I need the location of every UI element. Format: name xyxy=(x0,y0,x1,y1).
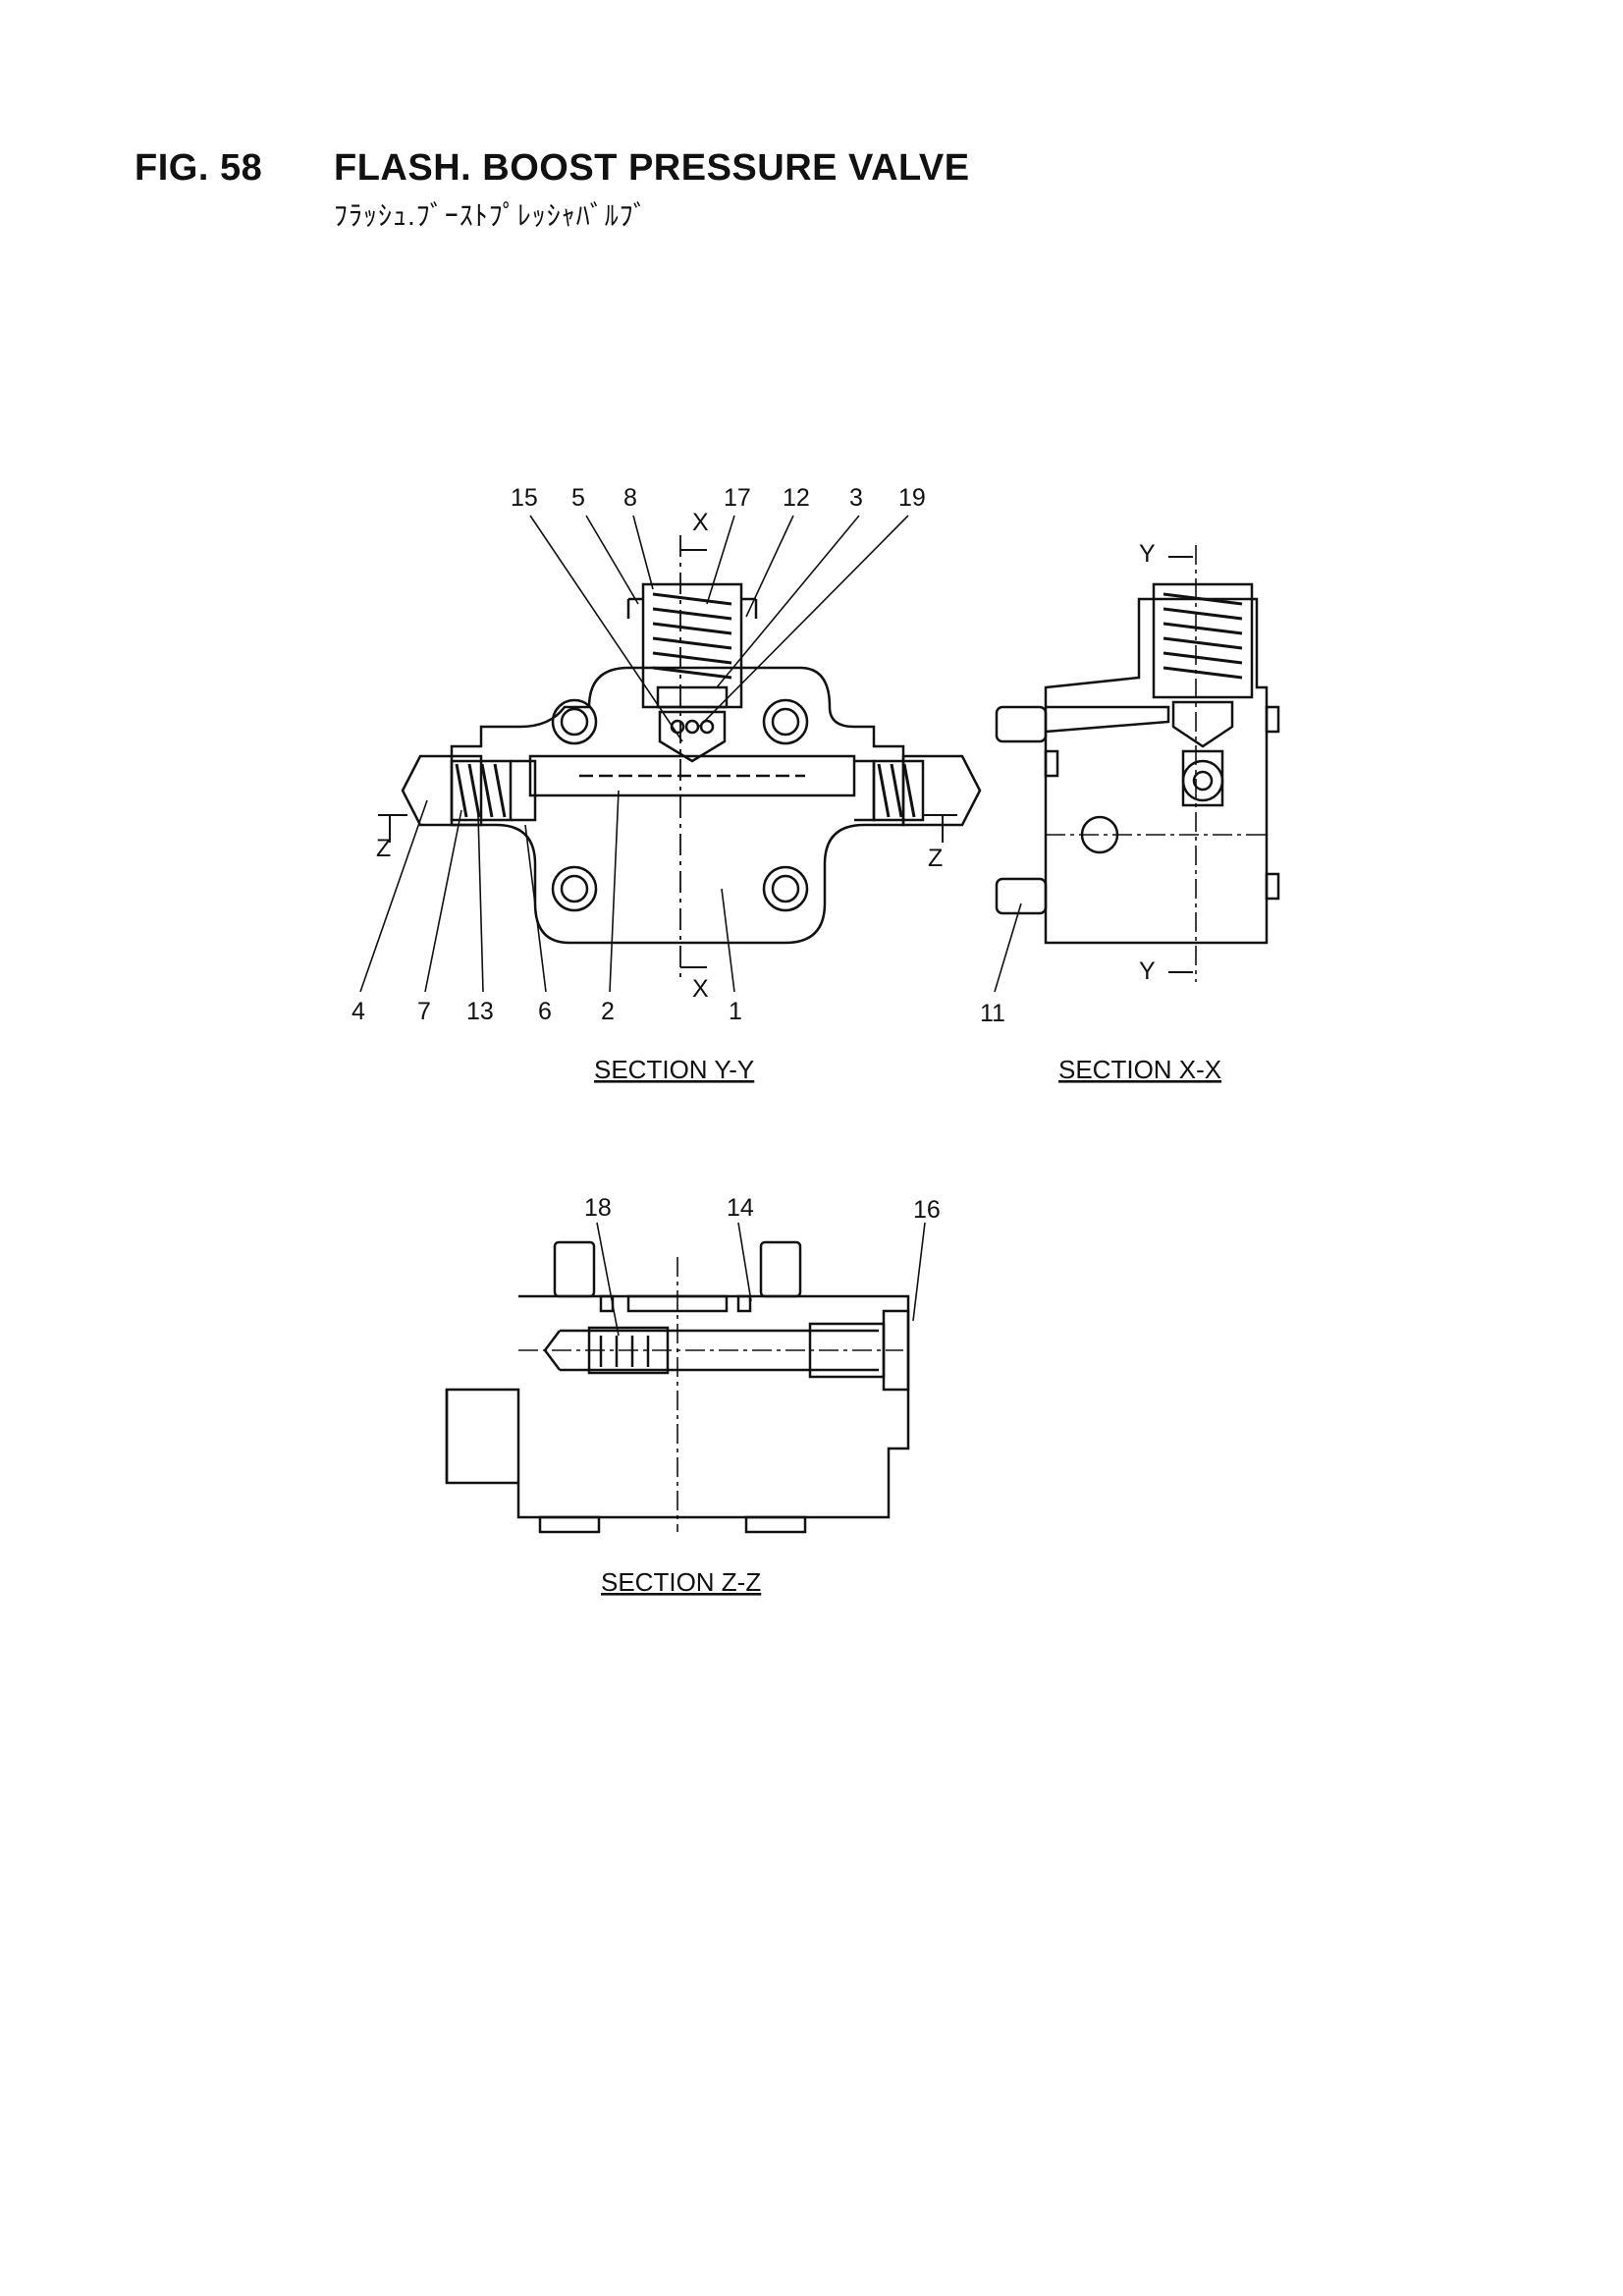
caption-section-zz: SECTION Z-Z xyxy=(601,1567,761,1597)
cut-mark-x-bottom: X xyxy=(692,975,709,1003)
callout-2: 2 xyxy=(601,998,615,1025)
callout-17: 17 xyxy=(724,484,751,512)
section-xx-view xyxy=(994,545,1280,993)
callout-18: 18 xyxy=(584,1194,612,1222)
callout-16: 16 xyxy=(913,1196,941,1224)
figure-title-japanese: ﾌﾗｯｼｭ.ﾌﾞｰｽﾄﾌﾟﾚｯｼｬﾊﾞﾙﾌﾞ xyxy=(334,200,648,231)
callout-14: 14 xyxy=(727,1194,754,1222)
callout-5: 5 xyxy=(571,484,585,512)
section-yy-view xyxy=(359,515,982,993)
figure-number: FIG. 58 xyxy=(135,147,263,189)
caption-section-yy: SECTION Y-Y xyxy=(594,1055,754,1084)
callout-7: 7 xyxy=(417,998,431,1025)
callout-6: 6 xyxy=(538,998,552,1025)
callout-1: 1 xyxy=(729,998,742,1025)
callout-4: 4 xyxy=(352,998,365,1025)
callout-8: 8 xyxy=(623,484,637,512)
callout-13: 13 xyxy=(466,998,494,1025)
callout-15: 15 xyxy=(511,484,538,512)
cut-mark-y-top: Y xyxy=(1139,540,1156,568)
callout-19: 19 xyxy=(898,484,926,512)
cut-mark-z-left: Z xyxy=(376,835,391,862)
cut-mark-y-bottom: Y xyxy=(1139,957,1156,985)
cut-mark-x-top: X xyxy=(692,509,709,536)
callout-12: 12 xyxy=(783,484,810,512)
figure-title: FLASH. BOOST PRESSURE VALVE xyxy=(334,147,970,189)
cut-mark-z-right: Z xyxy=(928,845,943,872)
callout-11: 11 xyxy=(980,1000,1005,1027)
section-zz-view xyxy=(445,1222,926,1534)
callout-3: 3 xyxy=(849,484,863,512)
caption-section-xx: SECTION X-X xyxy=(1058,1055,1221,1084)
